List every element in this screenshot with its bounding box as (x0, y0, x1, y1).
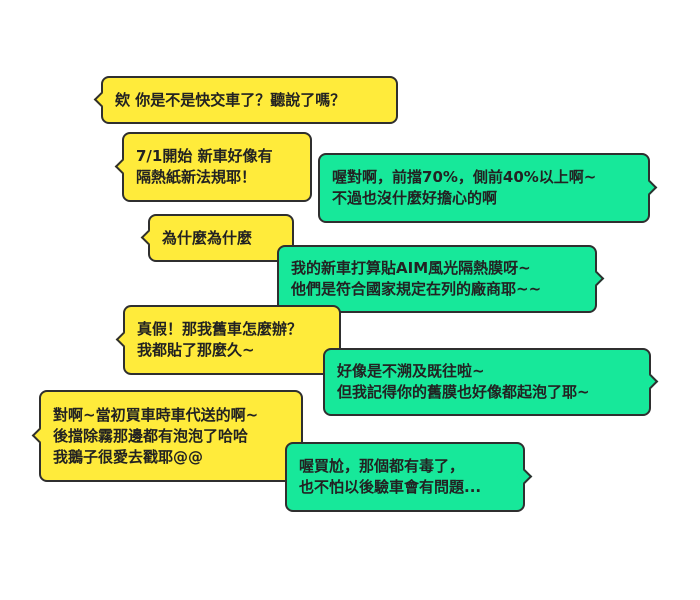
message-text: 喔對啊，前擋70%，側前40%以上啊~ (332, 168, 597, 186)
bubble-tail (642, 373, 659, 390)
message-bubble-left: 真假！那我舊車怎麼辦？ 我都貼了那麼久~ (115, 305, 341, 375)
message-text: 我都貼了那麼久~ (137, 341, 255, 359)
message-bubble-right: 我的新車打算貼AIM風光隔熱膜呀~ 他們是符合國家規定在列的廠商耶~~ (277, 245, 605, 313)
message-text: 為什麼為什麼 (162, 228, 253, 247)
bubble-tail (516, 468, 533, 485)
message-bubble-left: 7/1開始 新車好像有 隔熱紙新法規耶！ (114, 132, 312, 202)
message-text: 7/1開始 新車好像有 (136, 147, 273, 165)
message-text: 隔熱紙新法規耶！ (136, 168, 257, 186)
bubble-tail (31, 427, 48, 444)
message-bubble-right: 好像是不溯及既往啦~ 但我記得你的舊膜也好像都起泡了耶~ (323, 348, 659, 416)
message-text: 他們是符合國家規定在列的廠商耶~~ (291, 280, 542, 298)
message-text: 真假！那我舊車怎麼辦？ (137, 320, 303, 338)
message-bubble-left: 欸 你是不是快交車了？聽說了嗎？ (93, 76, 398, 124)
bubble-tail (114, 158, 131, 175)
bubble-tail (93, 91, 110, 108)
message-text: 喔買尬，那個都有毒了， (299, 457, 465, 475)
message-text: 後擋除霧那邊都有泡泡了哈哈 (53, 426, 249, 445)
message-text: 不過也沒什麼好擔心的啊 (332, 189, 498, 207)
message-text: 我鵝子很愛去戳耶@@ (53, 447, 204, 466)
bubble-tail (115, 331, 132, 348)
bubble-tail (641, 179, 658, 196)
message-text: 欸 你是不是快交車了？聽說了嗎？ (115, 90, 346, 109)
message-text: 但我記得你的舊膜也好像都起泡了耶~ (337, 383, 590, 401)
message-text: 我的新車打算貼AIM風光隔熱膜呀~ (291, 259, 531, 277)
bubble-tail (140, 229, 157, 246)
message-text: 對啊~當初買車時車代送的啊~ (53, 405, 259, 424)
message-text: 也不怕以後驗車會有問題... (299, 478, 482, 496)
message-bubble-right: 喔對啊，前擋70%，側前40%以上啊~ 不過也沒什麼好擔心的啊 (318, 153, 658, 223)
message-bubble-left: 為什麼為什麼 (140, 214, 294, 262)
message-bubble-right: 喔買尬，那個都有毒了， 也不怕以後驗車會有問題... (285, 442, 533, 512)
message-text: 好像是不溯及既往啦~ (337, 362, 485, 380)
message-bubble-left: 對啊~當初買車時車代送的啊~ 後擋除霧那邊都有泡泡了哈哈 我鵝子很愛去戳耶@@ (31, 390, 303, 482)
bubble-tail (588, 270, 605, 287)
